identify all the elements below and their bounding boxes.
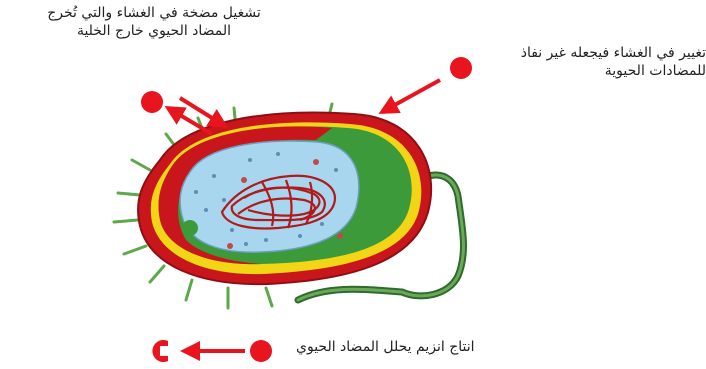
antibiotic-particle-enzyme [250, 340, 272, 362]
granule [182, 220, 198, 236]
pump-arrow-in [180, 98, 225, 126]
antibiotic-particle-pump [141, 91, 163, 113]
antibiotic-particle-membrane [450, 57, 472, 79]
degraded-antibiotic [152, 340, 168, 362]
membrane-arrow [382, 80, 440, 112]
